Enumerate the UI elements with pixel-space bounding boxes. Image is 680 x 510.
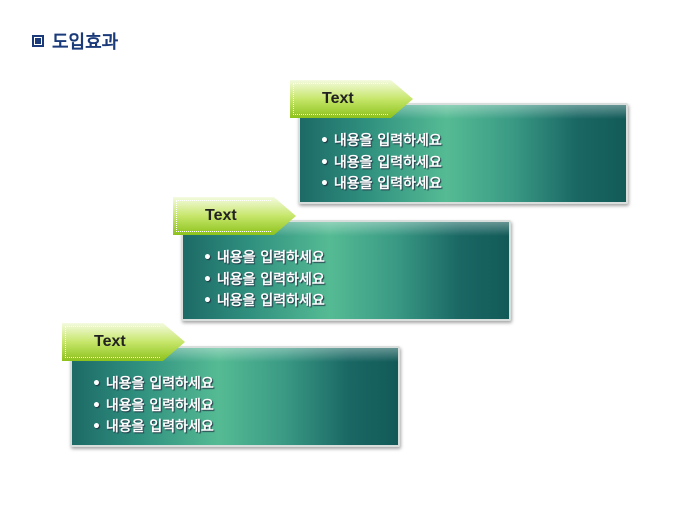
list-item: 내용을 입력하세요: [92, 417, 214, 439]
effect-panel-3: 내용을 입력하세요 내용을 입력하세요 내용을 입력하세요 Text: [62, 323, 407, 451]
label-tab: Text: [173, 197, 296, 235]
label-tab: Text: [62, 323, 185, 361]
content-box: 내용을 입력하세요 내용을 입력하세요 내용을 입력하세요: [70, 346, 400, 447]
square-bullet-icon: [32, 35, 44, 47]
label-tab: Text: [290, 80, 413, 118]
list-item: 내용을 입력하세요: [320, 174, 442, 196]
tab-label: Text: [205, 207, 237, 224]
effect-panel-2: 내용을 입력하세요 내용을 입력하세요 내용을 입력하세요 Text: [173, 197, 518, 325]
content-box: 내용을 입력하세요 내용을 입력하세요 내용을 입력하세요: [298, 103, 628, 204]
list-item: 내용을 입력하세요: [320, 131, 442, 153]
tab-label: Text: [322, 90, 354, 107]
page-title: 도입효과: [32, 28, 118, 54]
content-box: 내용을 입력하세요 내용을 입력하세요 내용을 입력하세요: [181, 220, 511, 321]
list-item: 내용을 입력하세요: [92, 396, 214, 418]
list-item: 내용을 입력하세요: [92, 374, 214, 396]
effect-panel-1: 내용을 입력하세요 내용을 입력하세요 내용을 입력하세요 Text: [290, 80, 635, 208]
list-item: 내용을 입력하세요: [320, 153, 442, 175]
list-item: 내용을 입력하세요: [203, 270, 325, 292]
list-item: 내용을 입력하세요: [203, 291, 325, 313]
list-item: 내용을 입력하세요: [203, 248, 325, 270]
tab-label: Text: [94, 333, 126, 350]
page-title-text: 도입효과: [52, 32, 119, 53]
